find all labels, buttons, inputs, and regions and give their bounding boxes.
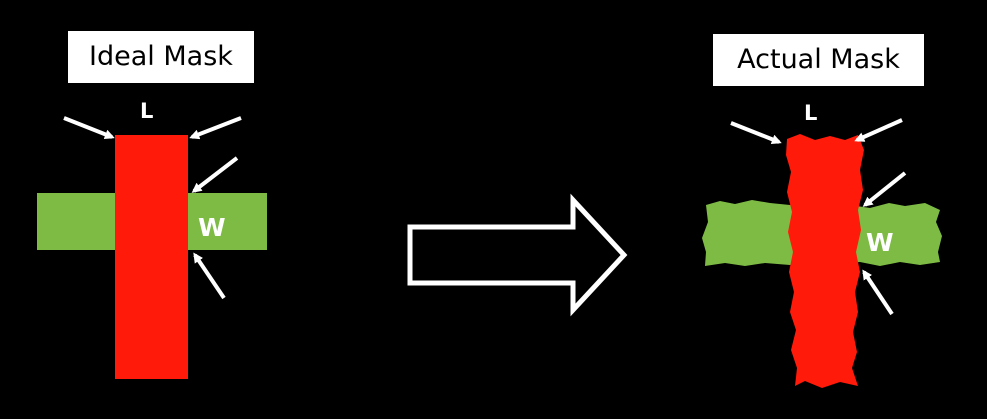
actual-width-label: W (866, 228, 894, 257)
ideal-mask (37, 116, 267, 379)
actual-arrow-top-left (730, 121, 782, 145)
ideal-red-bar (115, 135, 188, 379)
actual-length-label: L (804, 101, 818, 125)
transform-arrow-icon (407, 193, 628, 317)
actual-mask-title: Actual Mask (713, 34, 924, 86)
actual-arrow-width-bottom (862, 269, 894, 316)
actual-arrow-top-right (854, 118, 903, 142)
ideal-length-label: L (140, 99, 154, 123)
ideal-mask-title: Ideal Mask (68, 31, 254, 83)
actual-red-bar (786, 134, 864, 388)
ideal-arrow-top-right (189, 116, 242, 140)
ideal-arrow-width-bottom (193, 252, 226, 300)
actual-arrow-width-top (862, 171, 907, 207)
ideal-arrow-top-left (63, 116, 115, 140)
ideal-arrow-width-top (191, 156, 239, 193)
ideal-width-label: W (198, 213, 226, 242)
actual-mask (702, 118, 942, 388)
